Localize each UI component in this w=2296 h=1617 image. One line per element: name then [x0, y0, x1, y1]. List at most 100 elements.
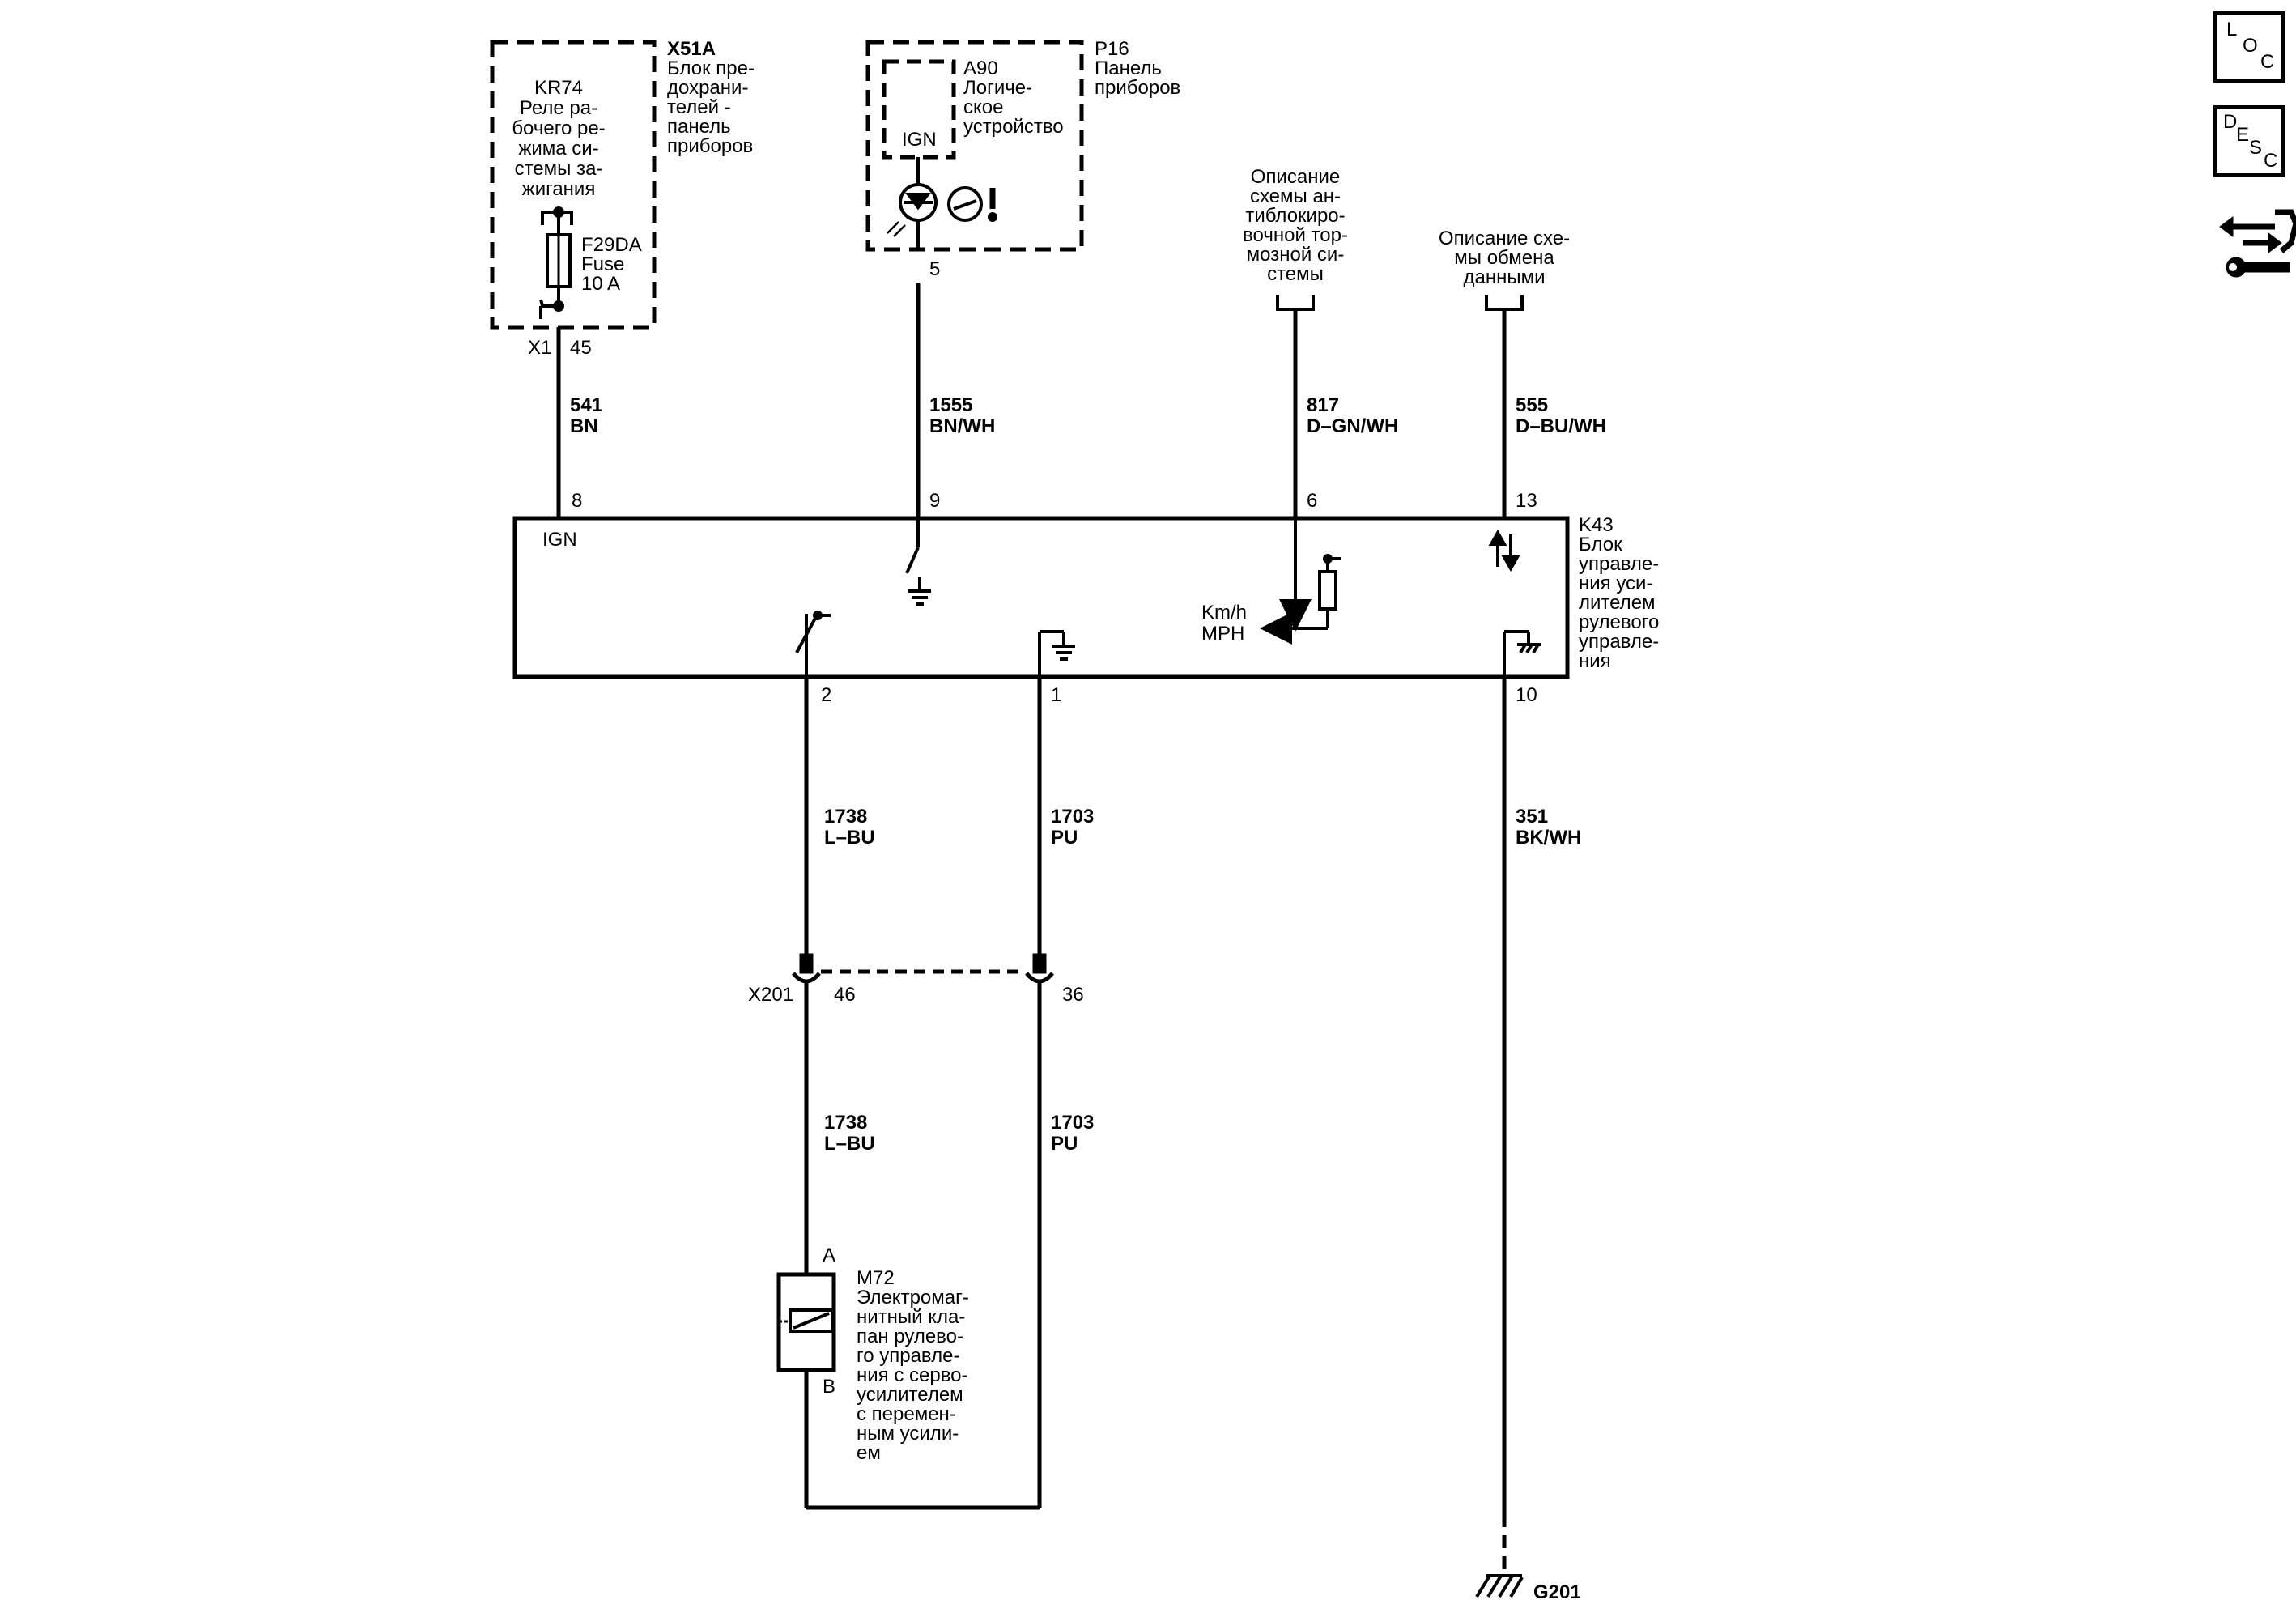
cluster-desc-2: приборов: [1095, 77, 1180, 99]
solenoid-pin-a: A: [823, 1245, 835, 1266]
solenoid-desc-5: ния с серво-: [857, 1364, 968, 1386]
solenoid-desc-9: ем: [857, 1442, 881, 1464]
logic-desc-2: ское: [963, 96, 1003, 118]
solenoid-desc-1: Электромаг-: [857, 1287, 969, 1308]
module-pin-9: 9: [929, 490, 940, 512]
x201-pin-36: 36: [1062, 984, 1084, 1006]
module-pin-13: 13: [1516, 490, 1537, 512]
cluster-id: P16: [1095, 38, 1129, 60]
relay-id: KR74: [534, 77, 583, 99]
desc-letter-1: D: [2223, 111, 2237, 133]
module-desc-3: ния уси-: [1579, 572, 1652, 594]
module-desc-6: управле-: [1579, 631, 1659, 653]
module-desc-5: рулевого: [1579, 611, 1659, 633]
fuse-block-desc-1: Блок пре-: [667, 57, 755, 79]
logic-desc-1: Логиче-: [963, 77, 1032, 99]
module-id: K43: [1579, 514, 1614, 536]
wire-1555-circuit: 1555: [929, 394, 972, 416]
wire-1555-color: BN/WH: [929, 415, 995, 437]
wire-1738-lower-circuit: 1738: [824, 1112, 867, 1134]
fuse-block-id: X51A: [667, 38, 716, 60]
cluster-pin: 5: [929, 258, 940, 280]
fuse-block-desc-2: дохрани-: [667, 77, 748, 99]
data-ref-connector: [1485, 295, 1524, 311]
solenoid-m72: [776, 1272, 1040, 1510]
x201-pin-46: 46: [834, 984, 856, 1006]
chassis-ground-icon-pin10: [1503, 630, 1541, 677]
abs-ref-line-4: вочной тор-: [1243, 224, 1348, 246]
data-ref-line-1: Описание схе-: [1439, 228, 1570, 249]
ground-g201-label: G201: [1533, 1581, 1581, 1603]
data-comm-schematic-reference: Описание схе- мы обмена данными: [1439, 228, 1570, 288]
abs-ref-connector: [1276, 295, 1315, 311]
fuse-block-desc-4: панель: [667, 116, 731, 138]
abs-ref-line-6: стемы: [1267, 263, 1324, 285]
location-icon[interactable]: [2213, 11, 2285, 83]
data-ref-line-2: мы обмена: [1454, 247, 1554, 269]
connector-repair-icon[interactable]: [2219, 209, 2296, 278]
logic-desc-3: устройство: [963, 116, 1064, 138]
loc-letter-3: C: [2260, 51, 2274, 73]
loc-letter-1: L: [2226, 19, 2237, 40]
module-desc-7: ния: [1579, 650, 1611, 672]
wire-351-circuit: 351: [1516, 806, 1548, 828]
description-icon[interactable]: [2213, 105, 2285, 177]
wire-1738-color: L–BU: [824, 827, 875, 849]
wire-817-color: D–GN/WH: [1307, 415, 1398, 437]
solenoid-id: M72: [857, 1267, 895, 1289]
relay-desc-1: Реле ра-: [520, 97, 597, 119]
description-button[interactable]: D E S C: [2213, 105, 2285, 177]
module-desc-1: Блок: [1579, 534, 1622, 555]
relay-desc-5: жигания: [522, 178, 596, 200]
connector-x1-symbol: [539, 287, 564, 319]
relay-contact-symbol: [541, 206, 573, 235]
module-pin-10: 10: [1516, 684, 1537, 706]
relay-desc-3: жима си-: [518, 138, 598, 160]
wire-1703-circuit: 1703: [1051, 806, 1094, 828]
connector-x1-label: X1: [528, 337, 551, 359]
module-pin-2: 2: [821, 684, 831, 706]
fuse-id: F29DA: [581, 234, 642, 256]
vehicle-speed-input-icon: [1260, 518, 1341, 645]
wire-1738-circuit: 1738: [824, 806, 867, 828]
data-ref-line-3: данными: [1463, 266, 1545, 288]
logic-id: A90: [963, 57, 998, 79]
module-desc-4: лителем: [1579, 592, 1656, 614]
warning-lamp-icon: [887, 183, 938, 237]
ground-g201-icon: [1475, 1574, 1524, 1598]
steering-wheel-warning-icon: [947, 186, 997, 222]
location-button[interactable]: L O C: [2213, 11, 2285, 83]
cluster-desc-1: Панель: [1095, 57, 1162, 79]
desc-letter-4: C: [2264, 150, 2277, 172]
desc-letter-3: S: [2249, 137, 2262, 159]
ground-icon-pin1: [1038, 630, 1075, 677]
fuse-block-desc-5: приборов: [667, 135, 753, 157]
abs-ref-line-3: тиблокиро-: [1245, 205, 1345, 227]
wire-1738-lower-color: L–BU: [824, 1133, 875, 1155]
solenoid-description: Электромаг- нитный кла- пан рулево- го у…: [857, 1287, 969, 1464]
power-steering-module-k43: IGN K43 Блок управле- ния уси- лителем р…: [512, 514, 1659, 679]
relay-desc-4: стемы за-: [515, 158, 603, 180]
module-pin-6: 6: [1307, 490, 1317, 512]
fuse-desc-2: 10 A: [581, 273, 620, 295]
high-side-switch-icon: [795, 611, 831, 677]
solenoid-pin-b: B: [823, 1376, 835, 1398]
desc-letter-2: E: [2236, 124, 2249, 146]
fuse-desc-1: Fuse: [581, 253, 624, 275]
wire-817-circuit: 817: [1307, 394, 1339, 416]
instrument-cluster-p16: P16 Панель приборов A90 Логиче- ское уст…: [865, 38, 1180, 280]
abs-ref-line-5: мозной си-: [1247, 244, 1345, 266]
solenoid-desc-8: ным усили-: [857, 1423, 959, 1445]
x201-label: X201: [748, 984, 793, 1006]
solenoid-desc-2: нитный кла-: [857, 1306, 965, 1328]
solenoid-desc-7: с перемен-: [857, 1403, 956, 1425]
fuse-block-boundary: [490, 40, 657, 330]
module-pin-8: 8: [572, 490, 582, 512]
fuse-block-x51a: X51A Блок пре- дохрани- телей - панель п…: [490, 38, 755, 359]
fuse-block-desc-3: телей -: [667, 96, 731, 118]
module-ign-label: IGN: [542, 529, 577, 551]
module-desc-2: управле-: [1579, 553, 1659, 575]
speed-label-kmh: Km/h: [1201, 602, 1247, 623]
wire-555-color: D–BU/WH: [1516, 415, 1606, 437]
